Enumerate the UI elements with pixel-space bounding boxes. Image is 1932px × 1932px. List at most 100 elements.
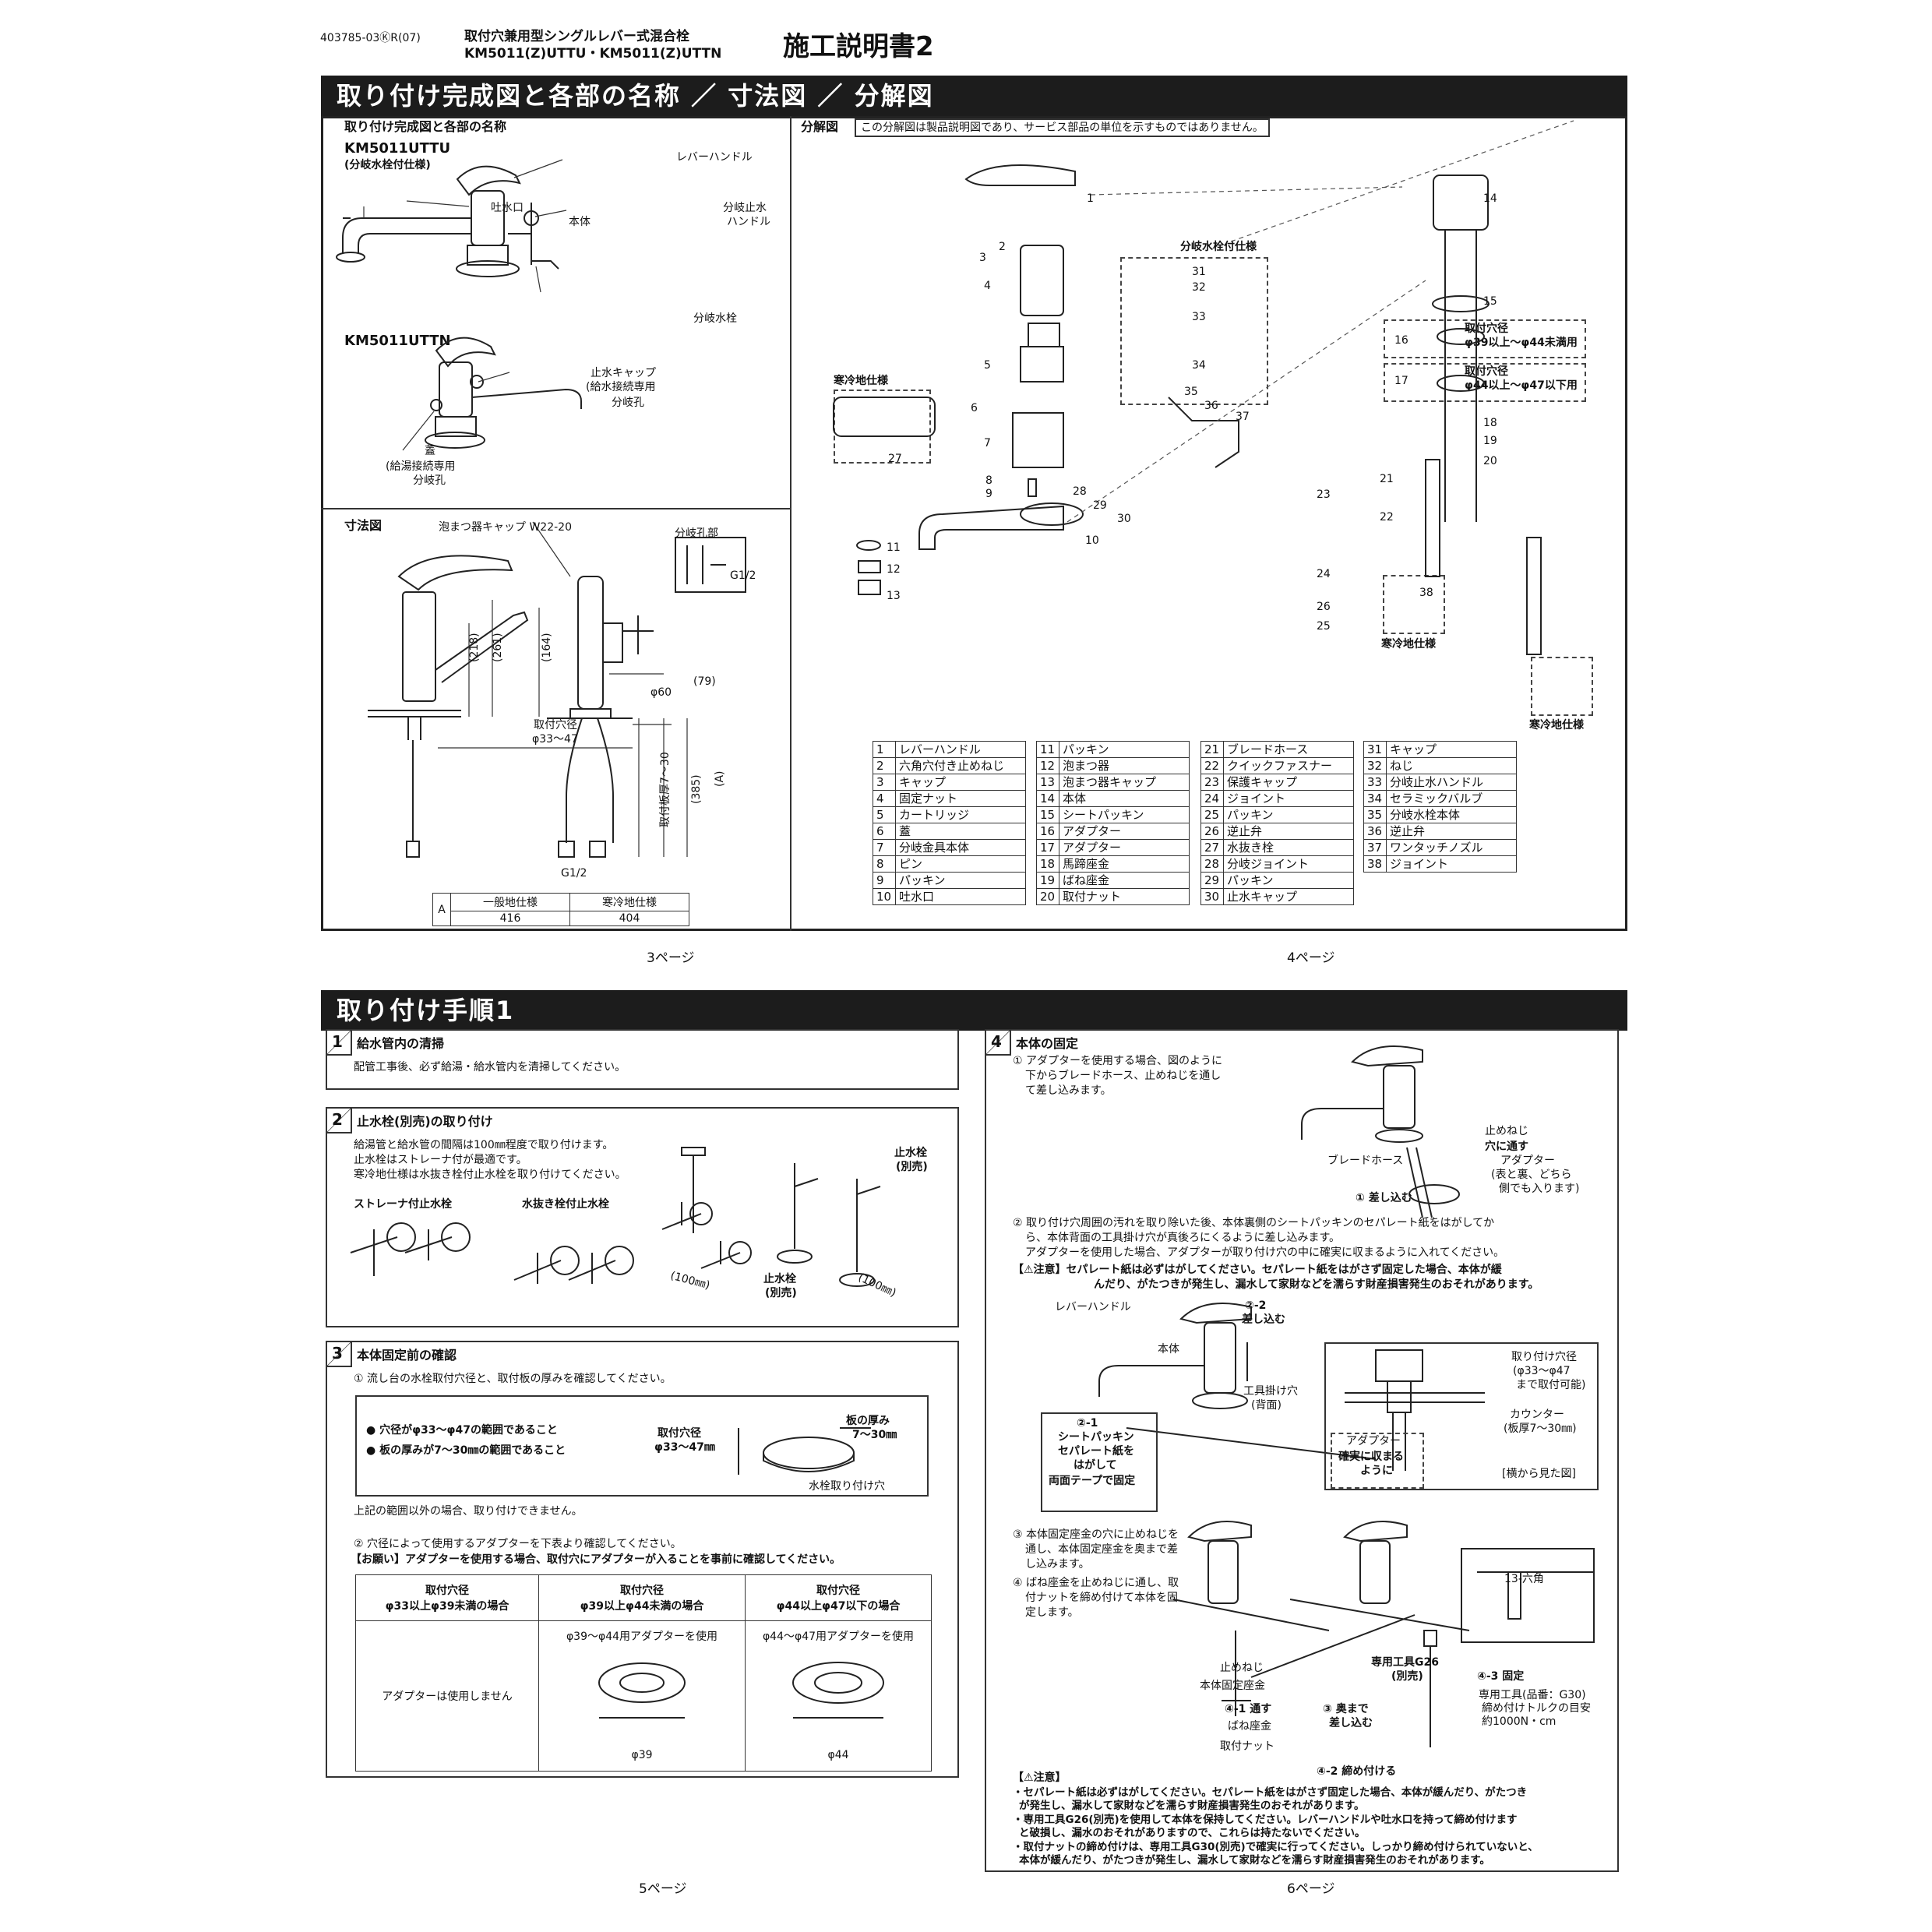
section2-title: 取り付け手順1 <box>321 990 1627 1031</box>
part-number: 4 <box>873 790 896 807</box>
part-number: 9 <box>873 872 896 889</box>
step3-box: 3 本体固定前の確認 ① 流し台の水栓取付穴径と、取付板の厚みを確認してください… <box>326 1341 959 1778</box>
fig4-spring-washer: ばね座金 <box>1228 1720 1271 1733</box>
part-number: 33 <box>1363 774 1387 791</box>
label-lever-handle: レバーハンドル <box>676 151 753 164</box>
dimension-heading: 寸法図 <box>344 518 383 533</box>
fig4-fixing-washer: 本体固定座金 <box>1200 1680 1265 1692</box>
label-branch-valve: 分岐水栓 <box>693 312 737 325</box>
fig2-seat-callout <box>1041 1412 1158 1512</box>
page-label-4: 4ページ <box>1287 950 1335 966</box>
part-number: 38 <box>1363 855 1387 873</box>
part-name: 分岐金具本体 <box>895 839 1026 856</box>
part-name: 止水キャップ <box>1223 888 1354 905</box>
part-name: セラミックバルブ <box>1386 790 1517 807</box>
step3-title: 本体固定前の確認 <box>357 1348 457 1363</box>
part-name: ブレードホース <box>1223 741 1354 758</box>
adapter-cell-39: φ39～φ44用アダプターを使用 φ39 <box>538 1620 746 1772</box>
fig2-lever: レバーハンドル <box>1055 1301 1131 1313</box>
branch-valve-group <box>1120 257 1268 405</box>
step2-label-strainer: ストレーナ付止水栓 <box>354 1198 452 1211</box>
step4-p1-2: 下からブレードホース、止めねじを通し <box>1025 1070 1222 1082</box>
step4-p4-2: 付ナットを締め付けて本体を固 <box>1025 1592 1178 1604</box>
step1-text: 配管工事後、必ず給湯・給水管内を清掃してください。 <box>354 1061 626 1074</box>
mount-hole-figure <box>738 1427 871 1475</box>
label-water-branch: (給水接続専用 <box>586 381 656 393</box>
label-body: 本体 <box>569 216 591 228</box>
step2-line-3: 寒冷地仕様は水抜き栓付止水栓を取り付けてください。 <box>354 1169 626 1181</box>
step3-mount-hole: 水栓取り付け穴 <box>809 1480 885 1493</box>
step2-number: 2 <box>327 1109 352 1133</box>
part-number: 34 <box>1363 790 1387 807</box>
callout-hole-1-range: φ39以上～φ44未満用 <box>1465 337 1578 349</box>
part-number: 12 <box>1036 757 1059 774</box>
fig2-peel: はがして <box>1074 1459 1117 1472</box>
dim-a: (A) <box>714 770 726 787</box>
part-number: 27 <box>1200 839 1224 856</box>
dim-218: (218) <box>468 633 481 662</box>
part-number: 23 <box>1200 774 1224 791</box>
part-number: 30 <box>1200 888 1224 905</box>
step4-caution1-1: 【⚠注意】セパレート紙は必ずはがしてください。セパレート紙をはがさず固定した場合… <box>1013 1264 1502 1276</box>
part-number: 17 <box>1036 839 1059 856</box>
callout-cold-spec-1: 寒冷地仕様 <box>834 375 888 387</box>
step4-p2-3: アダプターを使用した場合、アダプターが取り付け穴の中に確実に収まるように入れてく… <box>1025 1246 1505 1259</box>
part-name: キャップ <box>1386 741 1517 758</box>
exploded-drawing <box>833 120 1574 655</box>
fig1-adapter: アダプター <box>1500 1155 1555 1167</box>
part-name: パッキン <box>895 872 1026 889</box>
fig4-step-3: ③ 奥まで <box>1323 1703 1369 1715</box>
part-name: 逆止弁 <box>1386 823 1517 840</box>
part-number: 20 <box>1036 888 1059 905</box>
part-number: 11 <box>1036 741 1059 758</box>
fig4-push-in: 差し込む <box>1329 1717 1373 1729</box>
caution2-4: と破損し、漏水のおそれがありますので、これらは持たないでください。 <box>1019 1827 1366 1839</box>
dim-hole-diameter: 取付穴径 <box>534 719 577 732</box>
dim-aerator-cap: 泡まつ器キャップ W22-20 <box>439 521 572 534</box>
part-number: 31 <box>1363 741 1387 758</box>
step4-p4-3: 定します。 <box>1025 1606 1079 1619</box>
fig4-torque-value: 約1000N・cm <box>1482 1715 1557 1728</box>
step4-p2-2: ら、本体背面の工具掛け穴が真後ろにくるように差し込みます。 <box>1025 1232 1341 1244</box>
dim-g12-bottom: G1/2 <box>561 867 587 880</box>
part-number: 22 <box>1200 757 1224 774</box>
part-number: 24 <box>1200 790 1224 807</box>
fig2-step-2-1: ②-1 <box>1077 1417 1098 1430</box>
part-number: 14 <box>1036 790 1059 807</box>
part-name: キャップ <box>895 774 1026 791</box>
part-name: レバーハンドル <box>895 741 1026 758</box>
label-branch-hole-1: 分岐孔 <box>612 397 644 409</box>
adapter-44-icon <box>792 1662 884 1719</box>
step4-title: 本体の固定 <box>1016 1036 1079 1051</box>
part-number: 35 <box>1363 806 1387 823</box>
label-stop-cap: 止水キャップ <box>591 367 656 379</box>
part-number: 26 <box>1200 823 1224 840</box>
doc-code: 403785-03ⓀR(07) <box>320 32 421 44</box>
part-number: 2 <box>873 757 896 774</box>
page-label-5: 5ページ <box>639 1881 687 1897</box>
part-name: 分岐ジョイント <box>1223 855 1354 873</box>
dim-hole-range: φ33～47 <box>532 733 578 746</box>
model-b-name: KM5011UTTN <box>344 333 451 349</box>
fig3-side-view-box <box>1324 1342 1599 1490</box>
adapter-group-2 <box>1384 363 1586 402</box>
